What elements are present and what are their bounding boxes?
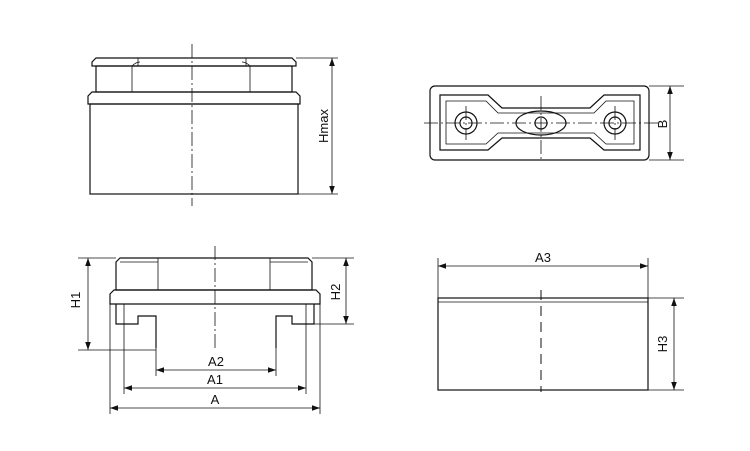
h1-label: H1 xyxy=(68,292,83,309)
b-label: B xyxy=(655,120,670,129)
front-view: Hmax xyxy=(87,44,338,206)
a1-label: A1 xyxy=(207,372,223,387)
h3-label: H3 xyxy=(655,336,670,353)
h2-label: H2 xyxy=(328,284,343,301)
side-view: H1 H2 A2 A1 A xyxy=(68,246,354,414)
a2-label: A2 xyxy=(208,354,224,369)
end-view: A3 H3 xyxy=(437,250,684,392)
a3-label: A3 xyxy=(535,250,551,265)
a-label: A xyxy=(211,392,220,407)
top-view: B xyxy=(424,85,684,161)
hmax-label: Hmax xyxy=(316,109,331,143)
